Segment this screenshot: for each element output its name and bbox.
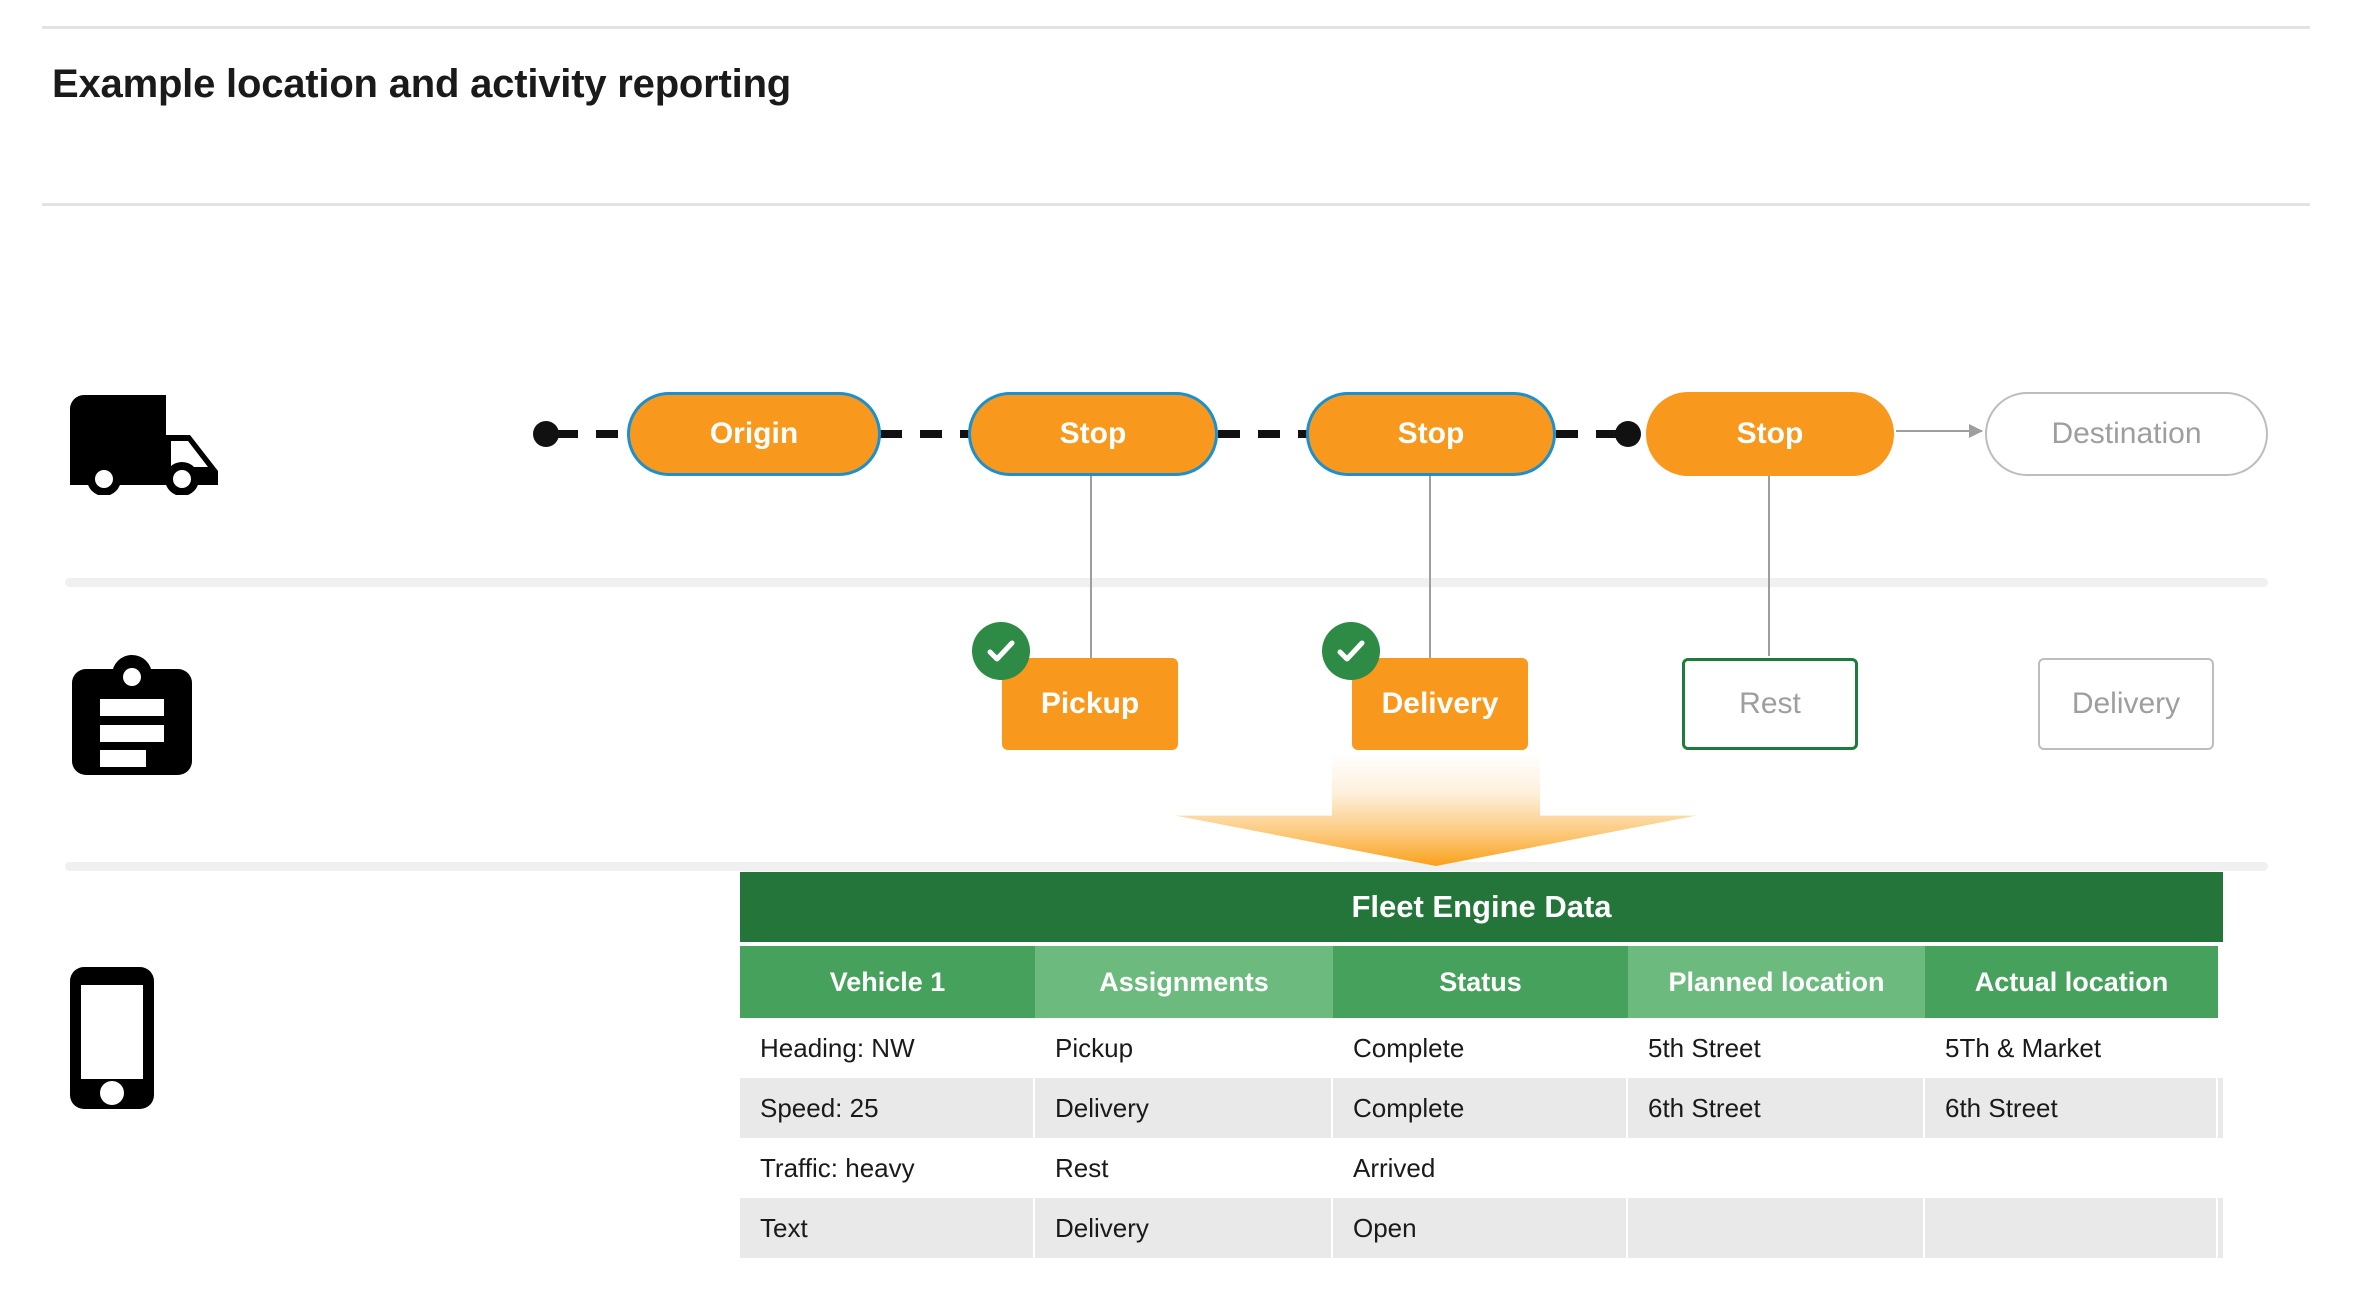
- table-cell: [1628, 1198, 1925, 1258]
- table-column-header[interactable]: Planned location: [1628, 946, 1925, 1018]
- table-cell: 5Th & Market: [1945, 1032, 2102, 1063]
- activity-label: Delivery: [1381, 687, 1499, 720]
- page-title: Example location and activity reporting: [52, 62, 792, 106]
- table-cell: 6th Street: [1925, 1078, 2218, 1138]
- timeline-stop-2[interactable]: Stop: [1306, 392, 1556, 476]
- arrow-to-destination-icon: [1896, 424, 1983, 438]
- table-cell: Text: [740, 1198, 1035, 1258]
- activity-delivery-pending[interactable]: Delivery: [2038, 658, 2214, 750]
- activity-label: Rest: [1739, 687, 1801, 720]
- activity-rest[interactable]: Rest: [1682, 658, 1858, 750]
- table-column-header[interactable]: Vehicle 1: [740, 946, 1035, 1018]
- table-cell: 6th Street: [1628, 1078, 1925, 1138]
- clipboard-icon: [70, 655, 194, 782]
- table-cell: [1925, 1198, 2218, 1258]
- activity-delivery[interactable]: Delivery: [1352, 658, 1528, 750]
- table-cell: Heading: NW: [760, 1032, 915, 1063]
- stop-activity-connector: [1429, 476, 1431, 668]
- truck-icon: [70, 395, 222, 500]
- table-cell: Open: [1333, 1198, 1628, 1258]
- timeline-stop-label: Stop: [1397, 417, 1465, 450]
- activity-pickup[interactable]: Pickup: [1002, 658, 1178, 750]
- table-title: Fleet Engine Data: [740, 872, 2223, 942]
- activity-label: Delivery: [2071, 687, 2181, 720]
- timeline-stop-destination[interactable]: Destination: [1985, 392, 2268, 476]
- section-divider-activities: [65, 862, 2268, 871]
- table-row: Traffic: heavy Rest Arrived: [740, 1138, 2223, 1198]
- stop-activity-connector: [1768, 476, 1770, 656]
- table-row: Speed: 25 Delivery Complete 6th Street 6…: [740, 1078, 2223, 1138]
- route-dash-segment: [1556, 430, 1622, 438]
- table-row: Heading: NW Pickup Complete 5th Street 5…: [740, 1018, 2223, 1078]
- table-cell: Complete: [1333, 1078, 1628, 1138]
- table-cell: 5th Street: [1648, 1032, 1761, 1063]
- check-icon: [972, 622, 1030, 680]
- timeline-stop-1[interactable]: Stop: [968, 392, 1218, 476]
- table-cell: Delivery: [1035, 1198, 1333, 1258]
- timeline-stop-origin[interactable]: Origin: [627, 392, 881, 476]
- phone-icon: [68, 965, 156, 1116]
- top-divider: [42, 26, 2310, 29]
- timeline-stop-3[interactable]: Stop: [1646, 392, 1894, 476]
- table-row: Text Delivery Open: [740, 1198, 2223, 1258]
- table-cell: Speed: 25: [740, 1078, 1035, 1138]
- route-dash-segment: [1218, 430, 1310, 438]
- table-cell: [1925, 1138, 2218, 1198]
- stop-activity-connector: [1090, 476, 1092, 668]
- table-cell: [1628, 1138, 1925, 1198]
- route-start-dot: [533, 421, 559, 447]
- table-header-row: Vehicle 1 Assignments Status Planned loc…: [740, 946, 2223, 1018]
- table-cell: Traffic: heavy: [760, 1152, 915, 1183]
- table-cell: Delivery: [1035, 1078, 1333, 1138]
- timeline-stop-label: Stop: [1059, 417, 1127, 450]
- timeline-stop-label: Origin: [709, 417, 799, 450]
- table-cell: Rest: [1055, 1152, 1109, 1183]
- table-column-header[interactable]: Status: [1333, 946, 1628, 1018]
- timeline-stop-label: Stop: [1736, 417, 1804, 450]
- timeline-stop-label: Destination: [2051, 417, 2202, 450]
- fleet-engine-data-table: Fleet Engine Data Vehicle 1 Assignments …: [740, 872, 2223, 1258]
- route-dash-segment: [880, 430, 972, 438]
- check-icon: [1322, 622, 1380, 680]
- down-arrow-icon: [1176, 754, 1696, 866]
- table-cell: Arrived: [1353, 1152, 1436, 1183]
- table-column-header[interactable]: Actual location: [1925, 946, 2218, 1018]
- route-dash-segment: [556, 430, 632, 438]
- activity-label: Pickup: [1040, 687, 1140, 720]
- table-cell: Complete: [1353, 1032, 1465, 1063]
- section-divider-timeline: [65, 578, 2268, 587]
- table-column-header[interactable]: Assignments: [1035, 946, 1333, 1018]
- title-divider: [42, 203, 2310, 206]
- table-cell: Pickup: [1055, 1032, 1134, 1063]
